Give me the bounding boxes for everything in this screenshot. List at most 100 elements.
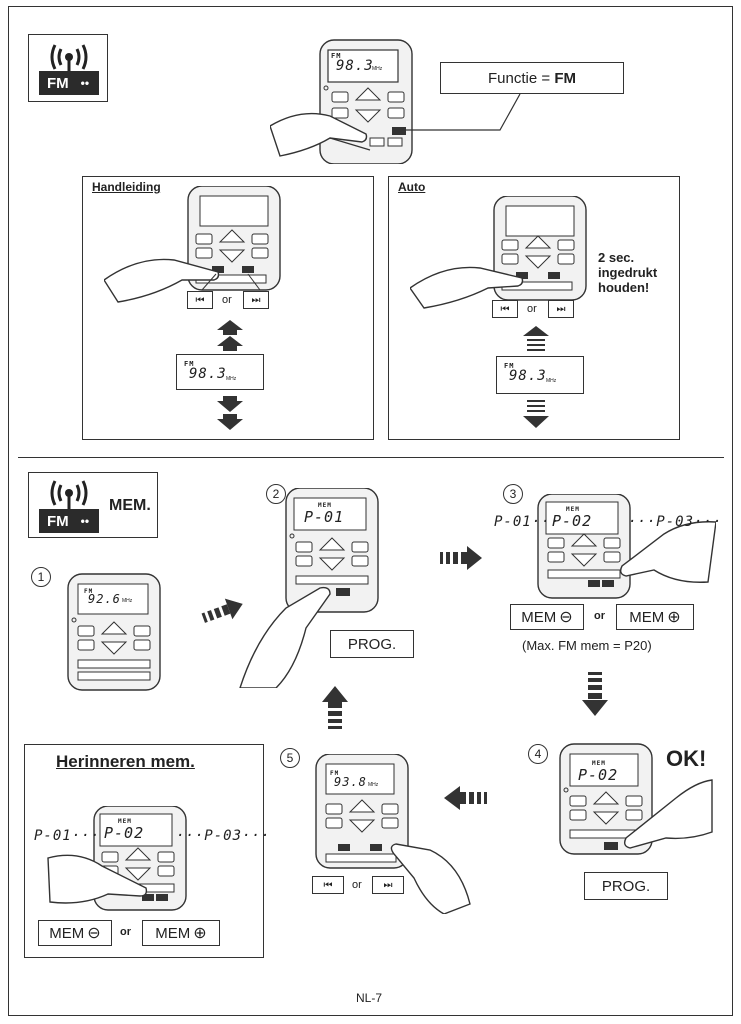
fm-icon-text: FM bbox=[47, 512, 69, 530]
top-remote-illustration bbox=[270, 39, 413, 164]
step-3-next-preset: ···P-03··· bbox=[628, 514, 723, 530]
manual-lcd bbox=[176, 354, 264, 390]
mem-label: MEM. bbox=[109, 497, 151, 514]
auto-remote-illustration bbox=[410, 196, 587, 309]
auto-next-button[interactable]: ⏭ bbox=[548, 300, 574, 318]
fm-icon-badge: FM •• bbox=[39, 509, 99, 533]
recall-panel bbox=[24, 744, 264, 958]
step-3-mem-minus-button[interactable]: MEM⊖ bbox=[510, 604, 584, 630]
manual-lcd-freq: 98.3 bbox=[189, 366, 227, 382]
manual-panel bbox=[82, 176, 374, 440]
manual-title: Handleiding bbox=[92, 180, 161, 194]
fm-icon-badge: FM •• bbox=[39, 71, 99, 95]
recall-mem-plus-button[interactable]: MEM⊕ bbox=[142, 920, 220, 946]
auto-lcd bbox=[496, 356, 584, 394]
fm-icon-text: FM bbox=[47, 74, 69, 92]
top-lcd-fm: FM bbox=[331, 52, 342, 60]
function-label: Functie = FM bbox=[440, 62, 624, 94]
manual-or: or bbox=[222, 294, 232, 306]
manual-down-arrows-icon bbox=[217, 396, 243, 430]
step-3-mem-minus-text: MEM bbox=[521, 608, 557, 626]
step-4-prog-button[interactable]: PROG. bbox=[584, 872, 668, 900]
dots-icon: •• bbox=[80, 514, 90, 528]
page-number: NL-7 bbox=[356, 991, 383, 1005]
top-lcd-unit: MHz bbox=[372, 66, 383, 72]
step-5-remote-illustration bbox=[315, 754, 471, 914]
manual-lcd-fm: FM bbox=[184, 360, 195, 368]
step-1-remote-illustration bbox=[67, 573, 161, 691]
step-5-number: 5 bbox=[280, 748, 300, 768]
recall-mem-minus-button[interactable]: MEM⊖ bbox=[38, 920, 112, 946]
fm-mem-icon-box: FM •• MEM. bbox=[28, 472, 158, 538]
auto-or: or bbox=[527, 303, 537, 315]
step-3-remote-illustration bbox=[537, 494, 716, 599]
step-5-lcd-freq: 93.8 bbox=[334, 775, 367, 789]
step-3-note: (Max. FM mem = P20) bbox=[522, 638, 652, 653]
step-2-number: 2 bbox=[266, 484, 286, 504]
radio-waves-icon bbox=[50, 44, 88, 73]
auto-down-arrow-icon bbox=[523, 400, 549, 428]
step-2-remote-illustration bbox=[239, 488, 379, 688]
function-prefix: Functie = bbox=[488, 69, 555, 87]
auto-panel bbox=[388, 176, 680, 440]
step-5-prev-button[interactable]: ⏮ bbox=[312, 876, 344, 894]
step-4-remote-illustration bbox=[559, 743, 713, 855]
step-1-lcd-fm: FM bbox=[84, 588, 94, 595]
step-2-lcd-preset: P-01 bbox=[304, 508, 345, 526]
arrow-step-1-to-2-icon bbox=[201, 598, 243, 623]
minus-circle-icon: ⊖ bbox=[559, 609, 573, 626]
dots-icon: •• bbox=[80, 76, 90, 90]
step-5-lcd-fm: FM bbox=[330, 770, 340, 777]
manual-prev-button[interactable]: ⏮ bbox=[187, 291, 213, 309]
step-1-lcd-freq: 92.6 bbox=[88, 592, 121, 606]
fm-radio-icon-box: FM •• bbox=[28, 34, 108, 102]
step-2-lcd-mem: MEM bbox=[318, 502, 332, 509]
page-frame bbox=[8, 6, 733, 1016]
recall-lcd-mem: MEM bbox=[118, 818, 132, 825]
step-3-mem-plus-button[interactable]: MEM⊕ bbox=[616, 604, 694, 630]
step-3-mem-plus-text: MEM bbox=[629, 608, 665, 626]
section-divider bbox=[18, 457, 724, 459]
function-pointer-line bbox=[400, 94, 521, 131]
recall-mem-minus-text: MEM bbox=[49, 924, 85, 942]
auto-up-arrow-icon bbox=[523, 326, 549, 351]
step-5-or: or bbox=[352, 879, 362, 891]
arrow-step-2-to-3-icon bbox=[440, 546, 482, 570]
manual-remote-illustration bbox=[104, 186, 281, 303]
step-1-lcd-unit: MHz bbox=[122, 598, 133, 604]
plus-circle-icon: ⊕ bbox=[667, 609, 681, 626]
recall-next-preset: ···P-03··· bbox=[176, 828, 271, 844]
arrow-step-5-to-2-icon bbox=[322, 686, 348, 729]
recall-title: Herinneren mem. bbox=[56, 752, 195, 771]
step-4-number: 4 bbox=[528, 744, 548, 764]
recall-or: or bbox=[120, 926, 131, 938]
radio-waves-icon bbox=[50, 480, 88, 509]
minus-circle-icon: ⊖ bbox=[87, 925, 101, 942]
auto-prev-button[interactable]: ⏮ bbox=[492, 300, 518, 318]
step-5-lcd-unit: MHz bbox=[368, 782, 379, 788]
step-4-lcd-mem: MEM bbox=[592, 760, 606, 767]
step-2-prog-button[interactable]: PROG. bbox=[330, 630, 414, 658]
auto-title: Auto bbox=[398, 180, 426, 194]
auto-lcd-freq: 98.3 bbox=[509, 368, 547, 384]
step-4-lcd-preset: P-02 bbox=[578, 766, 619, 784]
auto-lcd-fm: FM bbox=[504, 362, 515, 370]
arrow-step-3-to-4-icon bbox=[582, 672, 608, 716]
step-5-next-button[interactable]: ⏭ bbox=[372, 876, 404, 894]
step-3-prev-preset: P-01··· bbox=[494, 514, 561, 530]
recall-mem-plus-text: MEM bbox=[155, 924, 191, 942]
step-3-number: 3 bbox=[503, 484, 523, 504]
recall-prev-preset: P-01··· bbox=[34, 828, 101, 844]
plus-circle-icon: ⊕ bbox=[193, 925, 207, 942]
step-3-lcd-preset: P-02 bbox=[552, 512, 593, 530]
manual-next-button[interactable]: ⏭ bbox=[243, 291, 269, 309]
auto-hold-text: 2 sec. ingedrukt houden! bbox=[598, 250, 658, 295]
step-4-ok-text: OK! bbox=[666, 746, 707, 771]
step-3-or: or bbox=[594, 610, 605, 622]
manual-lcd-unit: MHz bbox=[226, 376, 237, 382]
auto-lcd-unit: MHz bbox=[546, 378, 557, 384]
function-value: FM bbox=[554, 69, 576, 87]
step-3-lcd-mem: MEM bbox=[566, 506, 580, 513]
arrow-step-4-to-5-icon bbox=[444, 786, 487, 810]
recall-remote-illustration bbox=[47, 806, 187, 911]
